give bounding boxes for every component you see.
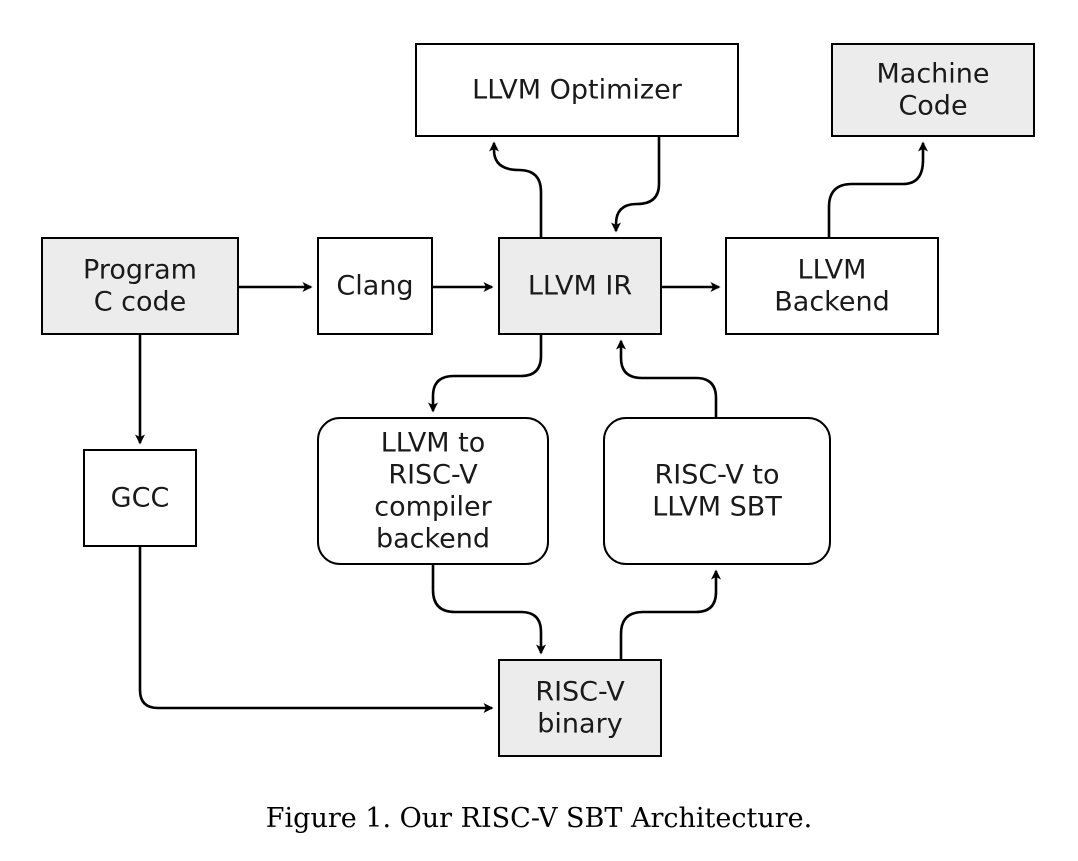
node-llvm-to-riscv-label-line-4: backend [376, 524, 490, 555]
node-llvm-optimizer: LLVM Optimizer [415, 43, 739, 137]
node-riscv-binary-label-line-1: RISC-V [535, 677, 625, 708]
node-riscv-to-llvm-sbt-box [603, 417, 831, 565]
edge-llvm-ir-to-llvm-optimizer [489, 141, 543, 238]
node-llvm-optimizer-label-line-1: LLVM Optimizer [472, 75, 683, 106]
node-riscv-to-llvm-sbt-label-line-1: RISC-V to [654, 460, 779, 491]
node-llvm-ir-label-line-1: LLVM IR [528, 271, 632, 302]
node-gcc: GCC [83, 449, 197, 547]
node-gcc-label-line-1: GCC [111, 483, 170, 514]
node-clang: Clang [317, 237, 433, 335]
node-llvm-backend-box [725, 237, 939, 335]
node-program-c-code-label-line-1: Program [83, 255, 197, 286]
node-machine-code-label-line-2: Code [898, 91, 967, 122]
node-llvm-to-riscv-label-line-2: RISC-V [388, 460, 478, 491]
node-program-c-code-label-line-2: C code [94, 287, 187, 318]
edge-llvm-optimizer-to-llvm-ir [611, 136, 661, 233]
node-riscv-binary-box [498, 659, 662, 757]
node-riscv-binary-label-line-2: binary [537, 709, 622, 740]
edges-layer [135, 136, 928, 713]
node-llvm-to-riscv-box [317, 417, 549, 565]
figure-caption: Figure 1. Our RISC-V SBT Architecture. [265, 803, 813, 834]
node-gcc-box [83, 449, 197, 547]
edge-llvm-backend-to-machine-code [827, 141, 928, 238]
node-riscv-to-llvm-sbt-label-line-2: LLVM SBT [652, 492, 782, 523]
node-llvm-to-riscv-label-line-3: compiler [374, 492, 492, 523]
node-llvm-backend-label-line-2: Backend [774, 287, 889, 318]
node-clang-box [317, 237, 433, 335]
edge-llvm-ir-to-llvm-to-riscv [428, 334, 543, 413]
node-llvm-ir: LLVM IR [498, 237, 662, 335]
node-machine-code-box [831, 43, 1035, 137]
node-llvm-backend-label-line-1: LLVM [798, 255, 867, 286]
edge-riscv-binary-to-riscv-to-llvm-sbt [619, 569, 721, 660]
node-clang-label-line-1: Clang [336, 271, 413, 302]
edge-gcc-to-riscv-binary [138, 546, 494, 713]
edge-riscv-to-llvm-sbt-to-llvm-ir [616, 339, 718, 418]
node-llvm-to-riscv-label-line-1: LLVM to [381, 428, 486, 459]
node-llvm-ir-box [498, 237, 662, 335]
node-program-c-code-box [41, 237, 239, 335]
edge-llvm-to-riscv-to-riscv-binary [431, 564, 546, 655]
node-llvm-optimizer-box [415, 43, 739, 137]
node-machine-code-label-line-1: Machine [876, 59, 989, 90]
